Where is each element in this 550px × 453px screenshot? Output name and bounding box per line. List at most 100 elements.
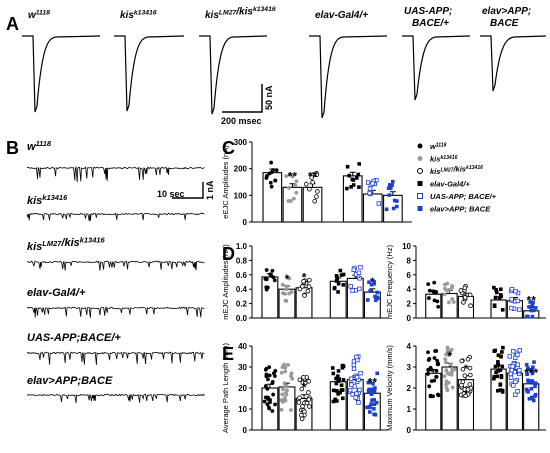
data-point <box>301 278 306 284</box>
trace-label-b: elav>APP;BACE <box>27 375 113 387</box>
data-point <box>432 280 437 285</box>
data-point <box>494 288 498 292</box>
data-point <box>267 365 272 370</box>
significance-marker: ** <box>308 170 318 184</box>
data-point <box>436 393 441 398</box>
genotype-label-a-line2: BACE <box>490 18 519 29</box>
data-point <box>427 357 432 361</box>
data-point <box>427 296 431 300</box>
scale-label-time-a: 200 msec <box>221 116 262 126</box>
data-point <box>443 286 447 291</box>
data-point <box>501 345 505 350</box>
data-point <box>293 183 298 188</box>
data-point <box>334 279 339 283</box>
data-point <box>288 374 293 378</box>
data-point <box>368 410 372 414</box>
data-point <box>272 374 277 378</box>
data-point <box>270 381 275 386</box>
significance-marker: * <box>447 349 452 363</box>
data-point <box>315 189 320 194</box>
data-point <box>264 277 269 282</box>
data-point <box>314 194 319 199</box>
data-point <box>375 371 379 376</box>
data-point <box>434 374 439 379</box>
significance-marker: * <box>464 362 469 376</box>
y-axis-label: Average Path Length (mm) <box>221 343 230 433</box>
data-point <box>337 390 342 395</box>
data-point <box>366 180 371 185</box>
data-point <box>492 304 497 309</box>
data-point <box>530 302 535 307</box>
data-point <box>532 360 536 364</box>
data-point <box>495 374 500 379</box>
panel-label-e: E <box>222 344 234 364</box>
data-point <box>427 288 432 293</box>
data-point <box>465 356 471 362</box>
data-point <box>330 366 335 370</box>
data-point <box>304 400 310 406</box>
genotype-label-a: UAS-APP; <box>404 6 452 17</box>
y-axis-label: mEJC Frequency (Hz) <box>385 244 394 319</box>
data-point <box>370 398 374 402</box>
evoked-trace <box>480 35 547 92</box>
data-point <box>367 186 373 191</box>
data-point <box>265 386 270 391</box>
data-point <box>467 292 473 298</box>
legend-label: UAS-APP; BACE/+ <box>430 192 497 201</box>
data-point <box>436 304 441 309</box>
data-point <box>267 406 272 411</box>
data-point <box>287 276 292 281</box>
data-point <box>358 265 363 270</box>
data-point <box>271 168 275 172</box>
data-point <box>373 386 377 390</box>
y-tick-label: 0.8 <box>236 256 248 265</box>
data-point <box>264 366 269 371</box>
data-point <box>267 373 272 378</box>
data-point <box>341 378 346 382</box>
data-point <box>372 398 376 402</box>
data-point <box>533 306 538 310</box>
data-point <box>493 295 498 300</box>
data-point <box>300 404 305 409</box>
data-point <box>499 354 503 359</box>
legend-marker <box>417 156 423 161</box>
significance-marker: ** <box>368 375 378 389</box>
legend-label: kisk13416 <box>430 155 458 164</box>
data-point <box>450 283 454 288</box>
data-point <box>306 390 311 395</box>
data-point <box>341 364 346 368</box>
data-point <box>432 378 437 383</box>
y-tick-label: 8 <box>407 256 412 265</box>
data-point <box>351 267 356 273</box>
data-point <box>271 392 276 397</box>
y-tick-label: 200 <box>234 165 248 174</box>
data-point <box>374 400 379 405</box>
data-point <box>498 368 503 372</box>
data-point <box>349 382 354 387</box>
data-point <box>299 416 305 422</box>
data-point <box>530 371 535 376</box>
data-point <box>525 314 529 319</box>
miniature-trace <box>26 351 205 365</box>
data-point <box>269 160 274 165</box>
data-point <box>513 392 518 397</box>
data-point <box>533 392 538 397</box>
bar <box>441 292 458 319</box>
data-point <box>387 183 392 187</box>
data-point <box>336 369 341 373</box>
data-point <box>356 172 361 177</box>
significance-marker: *** <box>524 366 538 380</box>
data-point <box>340 396 345 401</box>
data-point <box>307 277 312 283</box>
data-point <box>462 373 468 378</box>
data-point <box>509 296 514 302</box>
data-point <box>266 377 270 382</box>
data-point <box>434 368 439 373</box>
data-point <box>391 179 395 184</box>
data-point <box>336 379 341 383</box>
data-point <box>357 387 362 393</box>
data-point <box>339 273 344 277</box>
data-point <box>510 364 515 369</box>
